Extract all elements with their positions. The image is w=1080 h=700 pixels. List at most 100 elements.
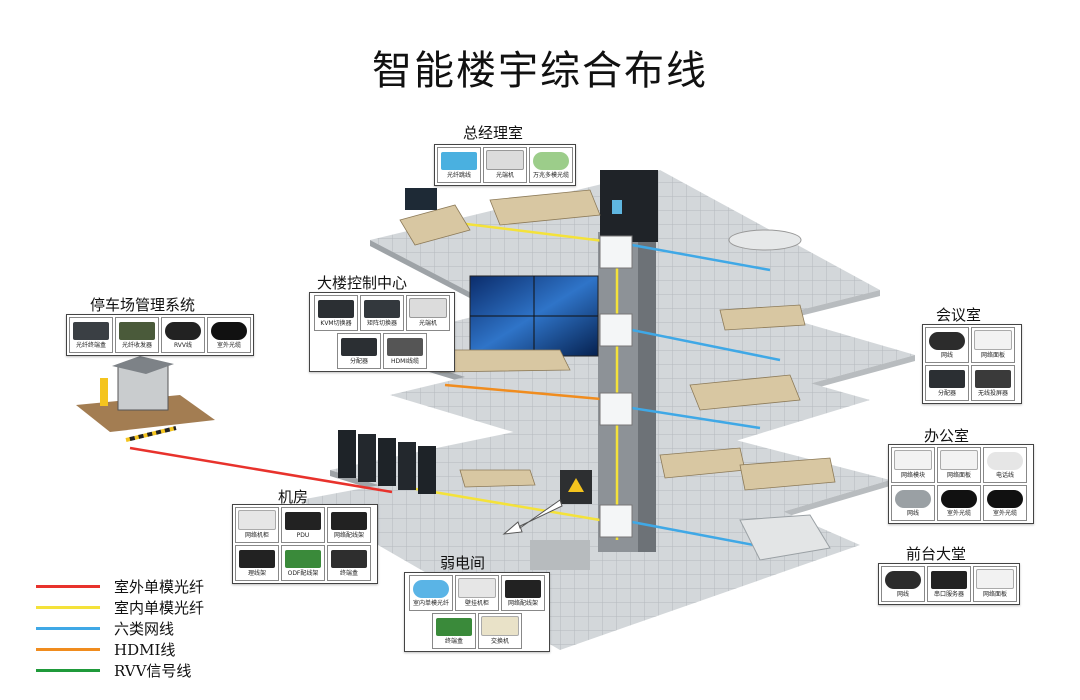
splitter-icon <box>929 370 965 388</box>
wireless-cast-icon <box>975 370 1011 388</box>
card-ceo: 光纤跳线 光端机 万兆多模光缆 <box>434 144 576 186</box>
product-tile: 分配器 <box>925 365 969 401</box>
product-tile: 光纤终端盒 <box>69 317 113 353</box>
rvv-cable-icon <box>165 322 201 340</box>
optical-transceiver-icon <box>486 150 524 170</box>
card-server-room: 网络机柜 PDU 网络配线架 理线架 ODF配线架 终端盒 <box>232 504 378 584</box>
product-tile: 终端盒 <box>432 613 476 649</box>
product-tile: 室内单模光纤 <box>409 575 453 611</box>
product-tile: 光端机 <box>406 295 450 331</box>
product-tile: 万兆多模光缆 <box>529 147 573 183</box>
legend-swatch <box>36 585 100 588</box>
media-converter-icon <box>119 322 155 340</box>
zone-label-ceo: 总经理室 <box>463 124 524 142</box>
matrix-switcher-icon <box>364 300 400 318</box>
kvm-switch-icon <box>318 300 354 318</box>
product-tile: 网络配线架 <box>327 507 371 543</box>
patch-panel-icon <box>505 580 541 598</box>
wall-plate-icon <box>976 569 1014 589</box>
phone-cable-icon <box>987 452 1023 470</box>
product-tile: 网线 <box>881 566 925 602</box>
terminal-box-icon <box>436 618 472 636</box>
terminal-box-icon <box>331 550 367 568</box>
parking-booth <box>76 356 215 442</box>
product-tile: 网络面板 <box>973 566 1017 602</box>
network-cable-icon <box>929 332 965 350</box>
product-tile: 室外光缆 <box>937 485 981 521</box>
furniture <box>399 189 836 491</box>
zone-label-lobby: 前台大堂 <box>906 545 967 563</box>
page-title: 智能楼宇综合布线 <box>372 48 708 94</box>
wall-plate-icon <box>974 330 1012 350</box>
wall-cabinet-icon <box>458 578 496 598</box>
product-tile: 网络面板 <box>971 327 1015 363</box>
product-tile: 网络模块 <box>891 447 935 483</box>
card-weak-current-room: 室内单模光纤 壁挂机柜 网络配线架 终端盒 交换机 <box>404 572 550 652</box>
product-tile: 光纤跳线 <box>437 147 481 183</box>
terminal-box-icon <box>73 322 109 340</box>
pdu-icon <box>285 512 321 530</box>
floor-distribution-boxes <box>599 235 633 538</box>
product-tile: 矩阵切换器 <box>360 295 404 331</box>
product-tile: 交换机 <box>478 613 522 649</box>
product-tile: 理线架 <box>235 545 279 581</box>
product-tile: 分配器 <box>337 333 381 369</box>
optical-transceiver-icon <box>409 298 447 318</box>
zone-label-parking: 停车场管理系统 <box>90 296 196 314</box>
product-tile: 光纤收发器 <box>115 317 159 353</box>
product-tile: 壁挂机柜 <box>455 575 499 611</box>
outdoor-cable-icon <box>987 490 1023 508</box>
serial-server-icon <box>931 571 967 589</box>
product-tile: 网线 <box>925 327 969 363</box>
video-wall <box>469 275 599 357</box>
legend-swatch <box>36 606 100 609</box>
zone-label-weak-current-room: 弱电间 <box>440 554 486 572</box>
direction-arrow <box>502 499 563 535</box>
card-parking: 光纤终端盒 光纤收发器 RVV线 室外光缆 <box>66 314 254 356</box>
hdmi-cable-icon <box>387 338 423 356</box>
legend-item: 室内单模光纤 <box>36 597 204 618</box>
round-table <box>728 229 802 251</box>
legend: 室外单模光纤 室内单模光纤 六类网线 HDMI线 RVV信号线 <box>36 576 204 681</box>
legend-item: 六类网线 <box>36 618 204 639</box>
outdoor-cable-icon <box>941 490 977 508</box>
cable-reel-icon <box>533 152 569 170</box>
splitter-icon <box>341 338 377 356</box>
patch-panel-icon <box>331 512 367 530</box>
product-tile: 终端盒 <box>327 545 371 581</box>
product-tile: 网络配线架 <box>501 575 545 611</box>
reception-counter <box>530 514 831 570</box>
legend-item: RVV信号线 <box>36 660 204 681</box>
zone-label-server-room: 机房 <box>278 488 309 506</box>
legend-swatch <box>36 627 100 630</box>
legend-swatch <box>36 648 100 651</box>
network-cable-icon <box>895 490 931 508</box>
product-tile: 电话线 <box>983 447 1027 483</box>
product-tile: RVV线 <box>161 317 205 353</box>
card-lobby: 网线 串口服务器 网络面板 <box>878 563 1020 605</box>
card-control-center: KVM切换器 矩阵切换器 光端机 分配器 HDMI线缆 <box>309 292 455 372</box>
odf-panel-icon <box>285 550 321 568</box>
product-tile: 网络面板 <box>937 447 981 483</box>
product-tile: ODF配线架 <box>281 545 325 581</box>
zone-label-control-center: 大楼控制中心 <box>317 274 408 292</box>
outdoor-cable-icon <box>211 322 247 340</box>
monitor <box>405 188 437 210</box>
network-cabinet-icon <box>238 510 276 530</box>
indoor-fiber-icon <box>413 580 449 598</box>
zone-label-office: 办公室 <box>924 427 970 445</box>
fiber-patch-icon <box>441 152 477 170</box>
legend-item: 室外单模光纤 <box>36 576 204 597</box>
product-tile: KVM切换器 <box>314 295 358 331</box>
legend-swatch <box>36 669 100 672</box>
switch-icon <box>481 616 519 636</box>
server-racks <box>338 430 592 504</box>
product-tile: 串口服务器 <box>927 566 971 602</box>
product-tile: 网线 <box>891 485 935 521</box>
network-cable-icon <box>885 571 921 589</box>
card-meeting-room: 网线 网络面板 分配器 无线投屏器 <box>922 324 1022 404</box>
product-tile: 无线投屏器 <box>971 365 1015 401</box>
legend-item: HDMI线 <box>36 639 204 660</box>
